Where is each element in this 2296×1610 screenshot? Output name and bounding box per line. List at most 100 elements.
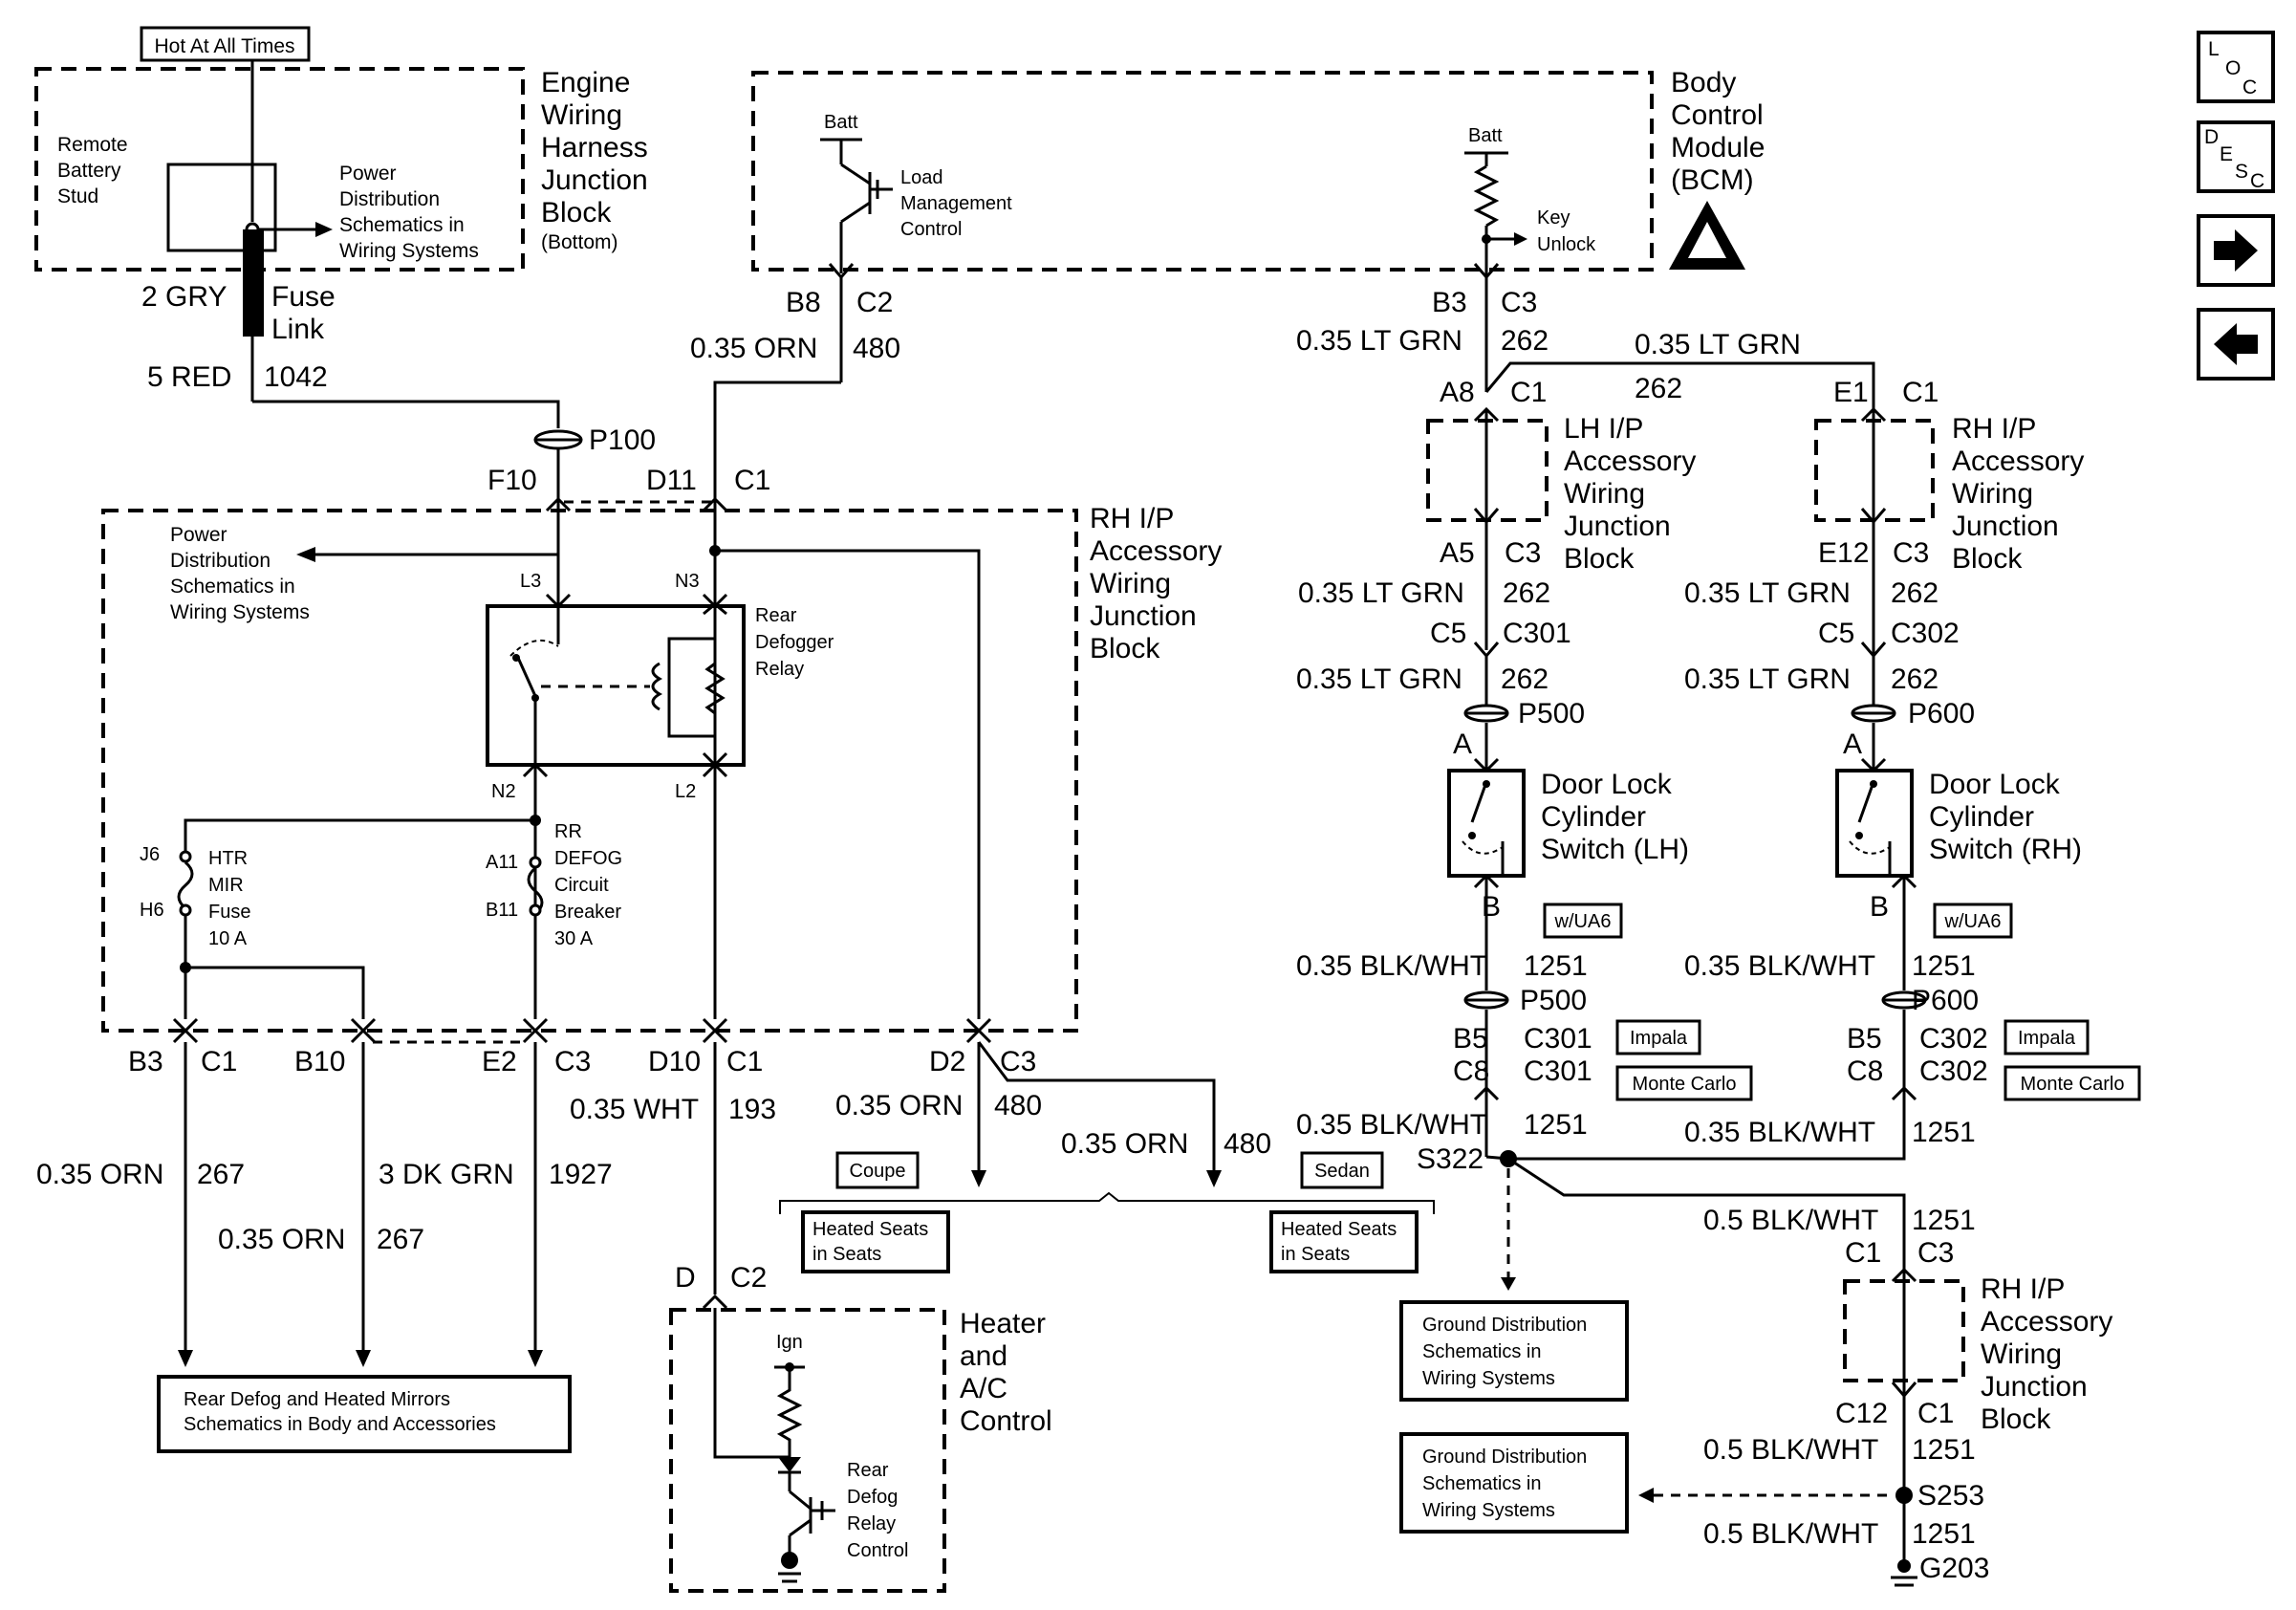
svg-text:O: O bbox=[2225, 57, 2241, 79]
svg-text:C301: C301 bbox=[1524, 1055, 1592, 1087]
svg-text:0.35 BLK/WHT: 0.35 BLK/WHT bbox=[1296, 950, 1487, 982]
svg-text:3 DK GRN: 3 DK GRN bbox=[379, 1159, 514, 1190]
rear-defogger-relay-label: Rear bbox=[755, 605, 797, 626]
rear-defog-relay-control-label: Rear bbox=[847, 1460, 889, 1481]
svg-text:A/C: A/C bbox=[960, 1373, 1007, 1404]
svg-text:J6: J6 bbox=[140, 844, 160, 865]
svg-text:H6: H6 bbox=[140, 900, 164, 921]
svg-text:Battery: Battery bbox=[57, 160, 121, 182]
svg-text:in Seats: in Seats bbox=[812, 1244, 881, 1265]
svg-text:E: E bbox=[2220, 143, 2233, 165]
next-button[interactable] bbox=[2197, 214, 2275, 287]
hvac-control-label: Heater bbox=[960, 1308, 1046, 1339]
svg-text:Wiring: Wiring bbox=[1952, 478, 2033, 510]
svg-text:A: A bbox=[1843, 729, 1862, 760]
svg-text:E1: E1 bbox=[1833, 377, 1869, 408]
heated-seats-ref-sedan[interactable]: Heated Seats in Seats bbox=[1269, 1210, 1419, 1273]
svg-text:C8: C8 bbox=[1847, 1055, 1883, 1087]
loc-button[interactable]: L O C bbox=[2197, 31, 2275, 103]
svg-text:480: 480 bbox=[1224, 1128, 1271, 1160]
svg-text:Heated Seats: Heated Seats bbox=[812, 1219, 928, 1240]
svg-text:1251: 1251 bbox=[1912, 950, 1976, 982]
prev-button[interactable] bbox=[2197, 308, 2275, 381]
key-unlock-label: Key bbox=[1537, 207, 1570, 228]
svg-text:Impala: Impala bbox=[1630, 1028, 1688, 1049]
svg-text:0.35 ORN: 0.35 ORN bbox=[218, 1224, 345, 1255]
svg-text:Control: Control bbox=[960, 1405, 1052, 1437]
svg-text:C301: C301 bbox=[1524, 1023, 1592, 1055]
svg-text:B3: B3 bbox=[128, 1046, 163, 1077]
svg-text:C1: C1 bbox=[726, 1046, 763, 1077]
svg-text:1927: 1927 bbox=[549, 1159, 613, 1190]
svg-text:Junction: Junction bbox=[1952, 511, 2059, 542]
rh-ip-block-lower: 0.5 BLK/WHT 1251 C1 C3 RH I/P Accessory … bbox=[1399, 1205, 2112, 1587]
rr-defog-circuit-breaker-label: RR bbox=[554, 821, 582, 842]
svg-text:(BCM): (BCM) bbox=[1671, 164, 1754, 196]
svg-text:262: 262 bbox=[1503, 577, 1550, 609]
svg-text:C1: C1 bbox=[734, 465, 770, 496]
power-distribution-ref-mid[interactable]: Power bbox=[170, 524, 227, 546]
rh-ip-block-top: E1 C1 RH I/P Accessory Wiring Junction B… bbox=[1684, 377, 2141, 1148]
svg-text:Junction: Junction bbox=[1981, 1371, 2088, 1403]
svg-text:Block: Block bbox=[1952, 543, 2023, 575]
svg-text:A8: A8 bbox=[1440, 377, 1475, 408]
svg-text:Accessory: Accessory bbox=[1952, 446, 2084, 477]
svg-text:Schematics in Body and Accesso: Schematics in Body and Accessories bbox=[184, 1414, 496, 1435]
svg-text:Wiring: Wiring bbox=[1981, 1338, 2062, 1370]
bcm-label: Body bbox=[1671, 67, 1736, 98]
svg-text:F10: F10 bbox=[487, 465, 537, 496]
door-lock-switch-rh bbox=[1835, 769, 1914, 878]
svg-text:1251: 1251 bbox=[1912, 1434, 1976, 1466]
svg-text:193: 193 bbox=[728, 1094, 776, 1125]
svg-text:Ground Distribution: Ground Distribution bbox=[1422, 1315, 1587, 1336]
svg-text:C12: C12 bbox=[1835, 1398, 1888, 1429]
svg-text:C: C bbox=[2250, 170, 2264, 192]
svg-text:262: 262 bbox=[1891, 664, 1939, 695]
svg-text:Schematics in: Schematics in bbox=[339, 214, 465, 236]
svg-text:Block: Block bbox=[1564, 543, 1635, 575]
ground-distribution-ref-1[interactable]: Ground Distribution Schematics in Wiring… bbox=[1399, 1300, 1629, 1402]
svg-text:Management: Management bbox=[900, 193, 1012, 214]
svg-text:Harness: Harness bbox=[541, 132, 648, 163]
svg-text:B10: B10 bbox=[294, 1046, 345, 1077]
svg-text:Ign: Ign bbox=[776, 1332, 803, 1353]
svg-text:Block: Block bbox=[1090, 633, 1160, 664]
svg-text:10 A: 10 A bbox=[208, 928, 248, 949]
svg-text:0.35 ORN: 0.35 ORN bbox=[690, 333, 817, 364]
rh-block-main-label: RH I/P bbox=[1090, 503, 1174, 534]
rear-defog-mirrors-ref[interactable]: Rear Defog and Heated Mirrors Schematics… bbox=[157, 1375, 572, 1453]
svg-text:(Bottom): (Bottom) bbox=[541, 231, 618, 253]
power-distribution-ref-top[interactable]: Power bbox=[339, 163, 397, 185]
svg-text:Switch (LH): Switch (LH) bbox=[1541, 834, 1689, 865]
svg-text:Wiring: Wiring bbox=[1090, 568, 1171, 599]
svg-text:B5: B5 bbox=[1847, 1023, 1882, 1055]
svg-text:Distribution: Distribution bbox=[339, 188, 440, 210]
svg-text:C5: C5 bbox=[1430, 618, 1466, 649]
svg-text:0.35 ORN: 0.35 ORN bbox=[1061, 1128, 1188, 1160]
heated-seats-ref-coupe[interactable]: Heated Seats in Seats bbox=[801, 1210, 950, 1273]
svg-text:L2: L2 bbox=[675, 781, 696, 802]
svg-text:w/UA6: w/UA6 bbox=[1554, 911, 1612, 932]
svg-text:C302: C302 bbox=[1919, 1023, 1988, 1055]
fuse-link-symbol bbox=[243, 229, 264, 337]
svg-text:B8: B8 bbox=[786, 287, 821, 318]
svg-text:D: D bbox=[675, 1262, 696, 1294]
svg-text:P600: P600 bbox=[1912, 985, 1979, 1016]
svg-text:480: 480 bbox=[853, 333, 900, 364]
svg-text:Unlock: Unlock bbox=[1537, 234, 1596, 255]
svg-text:Impala: Impala bbox=[2018, 1028, 2076, 1049]
rh-ip-block-main: RH I/P Accessory Wiring Junction Block P… bbox=[101, 496, 1222, 1033]
svg-text:Schematics in: Schematics in bbox=[1422, 1473, 1542, 1494]
svg-text:1251: 1251 bbox=[1912, 1205, 1976, 1236]
svg-text:Monte Carlo: Monte Carlo bbox=[2021, 1074, 2125, 1095]
ground-distribution-ref-2[interactable]: Ground Distribution Schematics in Wiring… bbox=[1399, 1432, 1629, 1534]
svg-text:1251: 1251 bbox=[1524, 950, 1588, 982]
desc-button[interactable]: D E S C bbox=[2197, 120, 2275, 193]
svg-text:C1: C1 bbox=[1510, 377, 1547, 408]
svg-text:Control: Control bbox=[900, 219, 962, 240]
svg-text:Sedan: Sedan bbox=[1314, 1161, 1370, 1182]
svg-text:E12: E12 bbox=[1818, 537, 1869, 569]
svg-text:Circuit: Circuit bbox=[554, 875, 609, 896]
svg-text:Stud: Stud bbox=[57, 185, 98, 207]
